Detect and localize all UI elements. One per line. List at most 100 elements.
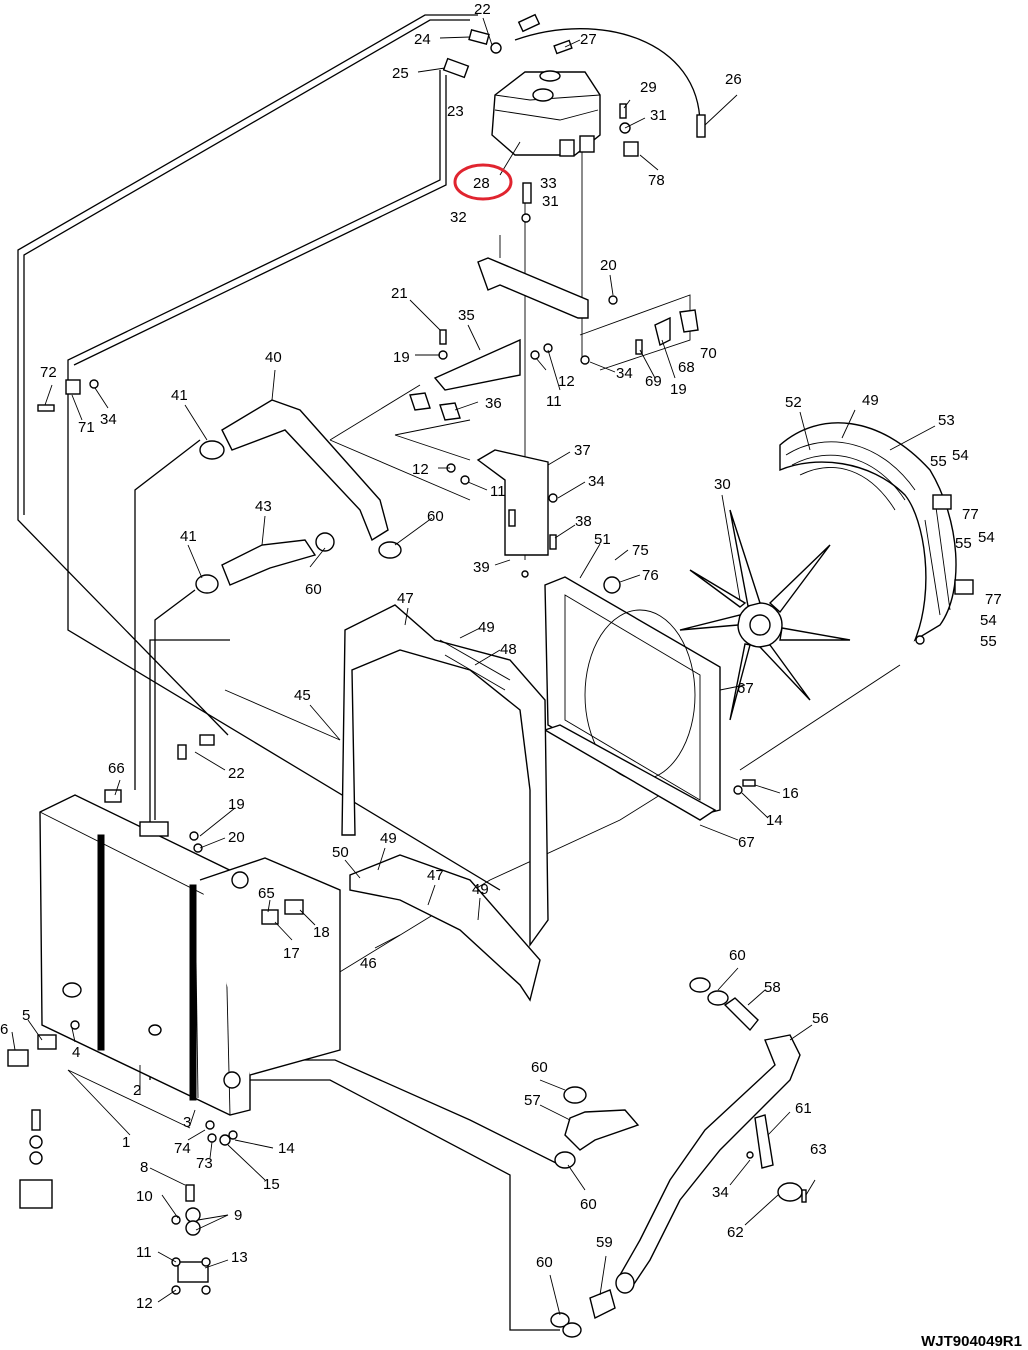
callout-label: 39 <box>473 559 490 576</box>
callout-label: 77 <box>962 506 979 523</box>
callout-label: 12 <box>558 373 575 390</box>
callout-label: 71 <box>78 419 95 436</box>
callout-label: 35 <box>458 307 475 324</box>
callout-label: 70 <box>700 345 717 362</box>
callout-label: 56 <box>812 1010 829 1027</box>
callout-labels: 22 24 27 25 26 29 31 23 78 28 33 31 32 2… <box>0 1 1002 1312</box>
callout-label: 74 <box>174 1140 191 1157</box>
callout-label: 11 <box>136 1244 152 1261</box>
callout-label: 55 <box>955 535 972 552</box>
callout-label: 6 <box>0 1021 8 1038</box>
overflow-tank <box>491 70 601 157</box>
callout-label: 3 <box>183 1114 191 1131</box>
callout-label: 1 <box>122 1134 130 1151</box>
fittings-and-mounts <box>7 779 756 1295</box>
callout-label: 41 <box>171 387 188 404</box>
callout-label: 52 <box>785 394 802 411</box>
callout-label: 38 <box>575 513 592 530</box>
callout-label: 30 <box>714 476 731 493</box>
radiator <box>39 734 341 1116</box>
callout-label: 22 <box>228 765 245 782</box>
highlight-circle <box>453 163 513 201</box>
callout-label: 78 <box>648 172 665 189</box>
callout-label: 12 <box>136 1295 153 1312</box>
callout-label: 29 <box>640 79 657 96</box>
mounting-brackets <box>37 182 699 578</box>
callout-label: 11 <box>490 483 506 500</box>
callout-label: 32 <box>450 209 467 226</box>
highlight-label: 28 <box>473 175 490 192</box>
callout-label: 60 <box>427 508 444 525</box>
callout-label: 60 <box>536 1254 553 1271</box>
callout-label: 18 <box>313 924 330 941</box>
callout-label: 16 <box>782 785 799 802</box>
callout-label: 19 <box>670 381 687 398</box>
callout-label: 23 <box>447 103 464 120</box>
callout-label: 76 <box>642 567 659 584</box>
callout-label: 34 <box>712 1184 729 1201</box>
callout-label: 19 <box>228 796 245 813</box>
callout-label: 51 <box>594 531 611 548</box>
callout-label: 14 <box>278 1140 295 1157</box>
callout-label: 47 <box>397 590 414 607</box>
callout-label: 14 <box>766 812 783 829</box>
callout-label: 12 <box>412 461 429 478</box>
callout-label: 8 <box>140 1159 148 1176</box>
side-seal-panel <box>341 604 549 1002</box>
callout-label: 53 <box>938 412 955 429</box>
callout-label: 50 <box>332 844 349 861</box>
callout-label: 15 <box>263 1176 280 1193</box>
callout-label: 68 <box>678 359 695 376</box>
fan-frame <box>543 576 721 821</box>
callout-label: 19 <box>393 349 410 366</box>
coolant-lines <box>17 14 901 1331</box>
drawing-code: WJT904049R1 <box>921 1333 1022 1350</box>
callout-label: 24 <box>414 31 431 48</box>
callout-label: 60 <box>531 1059 548 1076</box>
callout-label: 33 <box>540 175 557 192</box>
callout-label: 57 <box>524 1092 541 1109</box>
callout-label: 61 <box>795 1100 812 1117</box>
callout-label: 31 <box>542 193 559 210</box>
callout-label: 60 <box>580 1196 597 1213</box>
callout-label: 37 <box>574 442 591 459</box>
callout-label: 55 <box>930 453 947 470</box>
callout-label: 49 <box>478 619 495 636</box>
callout-label: 31 <box>650 107 667 124</box>
callout-label: 2 <box>133 1082 141 1099</box>
callout-label: 22 <box>474 1 491 18</box>
fan-shroud <box>779 422 974 645</box>
callout-label: 47 <box>427 867 444 884</box>
lower-hoses <box>550 977 807 1338</box>
callout-label: 58 <box>764 979 781 996</box>
callout-label: 62 <box>727 1224 744 1241</box>
callout-label: 34 <box>588 473 605 490</box>
callout-label: 63 <box>810 1141 827 1158</box>
callout-label: 20 <box>600 257 617 274</box>
cooling-fan <box>679 509 851 721</box>
callout-label: 46 <box>360 955 377 972</box>
callout-label: 55 <box>980 633 997 650</box>
callout-label: 75 <box>632 542 649 559</box>
callout-label: 77 <box>985 591 1002 608</box>
callout-label: 66 <box>108 760 125 777</box>
callout-label: 9 <box>234 1207 242 1224</box>
callout-label: 60 <box>729 947 746 964</box>
callout-label: 26 <box>725 71 742 88</box>
callout-label: 49 <box>472 881 489 898</box>
callout-label: 43 <box>255 498 272 515</box>
callout-label: 41 <box>180 528 197 545</box>
callout-label: 48 <box>500 641 517 658</box>
callout-label: 49 <box>862 392 879 409</box>
callout-label: 65 <box>258 885 275 902</box>
callout-label: 60 <box>305 581 322 598</box>
callout-label: 13 <box>231 1249 248 1266</box>
callout-label: 54 <box>978 529 995 546</box>
callout-label: 17 <box>283 945 300 962</box>
callout-label: 5 <box>22 1007 30 1024</box>
callout-label: 11 <box>546 393 562 410</box>
callout-label: 34 <box>616 365 633 382</box>
callout-label: 69 <box>645 373 662 390</box>
callout-label: 40 <box>265 349 282 366</box>
